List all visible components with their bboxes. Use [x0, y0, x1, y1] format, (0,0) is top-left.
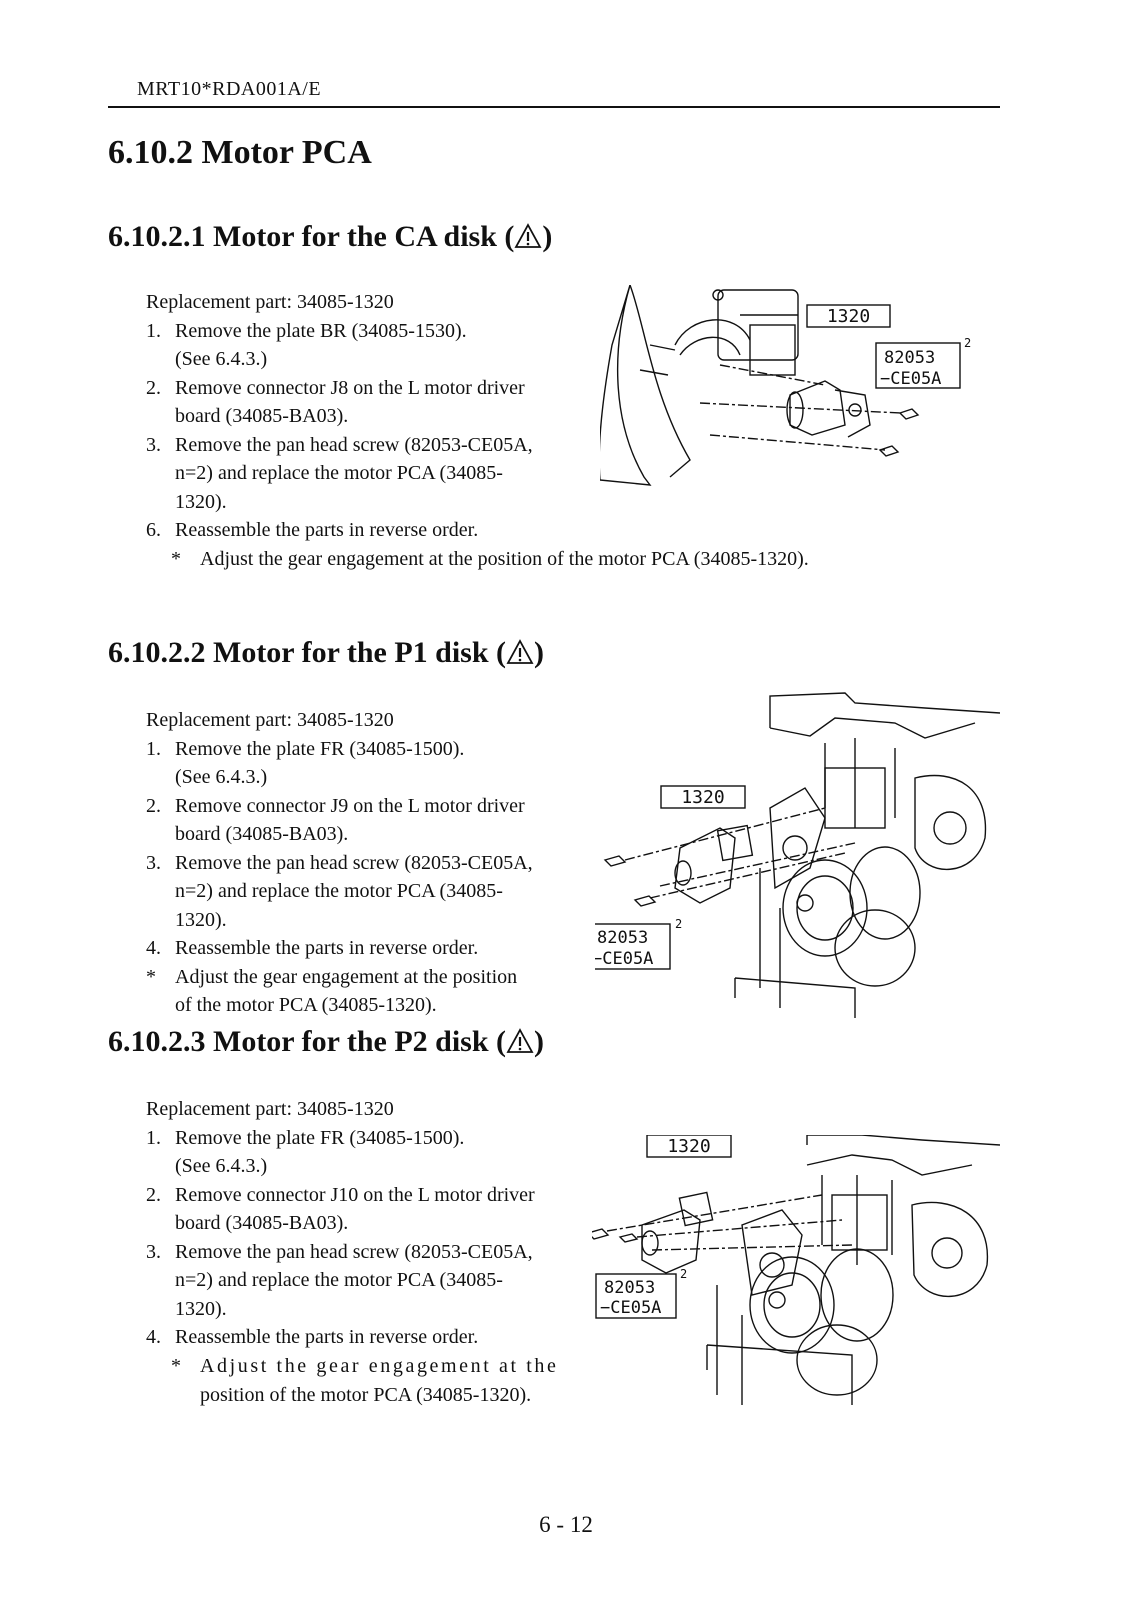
- subsection-title-p2: 6.10.2.3 Motor for the P2 disk (): [108, 1025, 544, 1059]
- procedure-p1: Replacement part: 34085-1320 1.Remove th…: [146, 706, 566, 1020]
- warning-icon: [506, 1028, 534, 1053]
- motor-p1-disk-figure: 1320 82053 −CE05A 2: [595, 692, 1000, 1018]
- step-item: 3.Remove the pan head screw (82053-CE05A…: [146, 851, 533, 931]
- subsection-title-text: 6.10.2.1 Motor for the CA disk (: [108, 220, 515, 253]
- step-item: 1.Remove the plate FR (34085-1500).(See …: [146, 1126, 465, 1178]
- part-label: 1320: [667, 1136, 710, 1157]
- part-label: 1320: [827, 306, 870, 327]
- screw-label-part: 82053: [597, 928, 648, 948]
- screw-label-suffix: −CE05A: [600, 1298, 661, 1318]
- subsection-title-close: ): [542, 220, 553, 253]
- screw-quantity: 2: [675, 917, 682, 931]
- document-code: MRT10*RDA001A/E: [137, 78, 322, 100]
- part-label: 1320: [681, 787, 724, 808]
- procedure-p2: Replacement part: 34085-1320 1.Remove th…: [146, 1095, 566, 1352]
- step-item: 2.Remove connector J10 on the L motor dr…: [146, 1183, 535, 1235]
- screw-label-part: 82053: [604, 1278, 655, 1298]
- step-item: 4.Reassemble the parts in reverse order.: [146, 1326, 479, 1348]
- subsection-title-close: ): [534, 636, 545, 669]
- note-p1: *Adjust the gear engagement at the posit…: [146, 965, 518, 1017]
- screw-label-suffix: −CE05A: [880, 369, 941, 389]
- procedure-ca: Replacement part: 34085-1320 1.Remove th…: [146, 288, 566, 545]
- section-title: 6.10.2 Motor PCA: [108, 134, 372, 171]
- subsection-title-ca: 6.10.2.1 Motor for the CA disk (): [108, 220, 552, 254]
- subsection-title-p1: 6.10.2.2 Motor for the P1 disk (): [108, 636, 544, 670]
- step-item: 2.Remove connector J9 on the L motor dri…: [146, 794, 525, 846]
- step-item: 4.Reassemble the parts in reverse order.: [146, 937, 479, 959]
- screw-label-suffix: −CE05A: [595, 949, 653, 969]
- replacement-part: Replacement part: 34085-1320: [146, 709, 394, 731]
- header-rule: [108, 106, 1000, 108]
- replacement-part: Replacement part: 34085-1320: [146, 1098, 394, 1120]
- motor-ca-disk-figure: 1320 82053 −CE05A 2: [600, 285, 971, 486]
- step-item: 3.Remove the pan head screw (82053-CE05A…: [146, 433, 533, 513]
- screw-label-part: 82053: [884, 348, 935, 368]
- screw-quantity: 2: [680, 1267, 687, 1281]
- note-ca: *Adjust the gear engagement at the posit…: [171, 548, 809, 570]
- step-item: 1.Remove the plate FR (34085-1500).(See …: [146, 737, 465, 789]
- subsection-title-text: 6.10.2.2 Motor for the P1 disk (: [108, 636, 507, 669]
- subsection-title-text: 6.10.2.3 Motor for the P2 disk (: [108, 1025, 507, 1058]
- step-item: 1.Remove the plate BR (34085-1530).(See …: [146, 319, 467, 371]
- warning-icon: [506, 639, 534, 664]
- step-item: 2.Remove connector J8 on the L motor dri…: [146, 376, 525, 428]
- screw-quantity: 2: [964, 336, 971, 350]
- replacement-part: Replacement part: 34085-1320: [146, 291, 394, 313]
- page-number: 6 - 12: [539, 1512, 593, 1537]
- step-item: 6.Reassemble the parts in reverse order.: [146, 519, 479, 541]
- step-item: 3.Remove the pan head screw (82053-CE05A…: [146, 1240, 533, 1320]
- warning-icon: [514, 223, 542, 248]
- motor-p2-disk-figure: 1320 82053 −CE05A 2: [592, 1135, 1000, 1405]
- subsection-title-close: ): [534, 1025, 545, 1058]
